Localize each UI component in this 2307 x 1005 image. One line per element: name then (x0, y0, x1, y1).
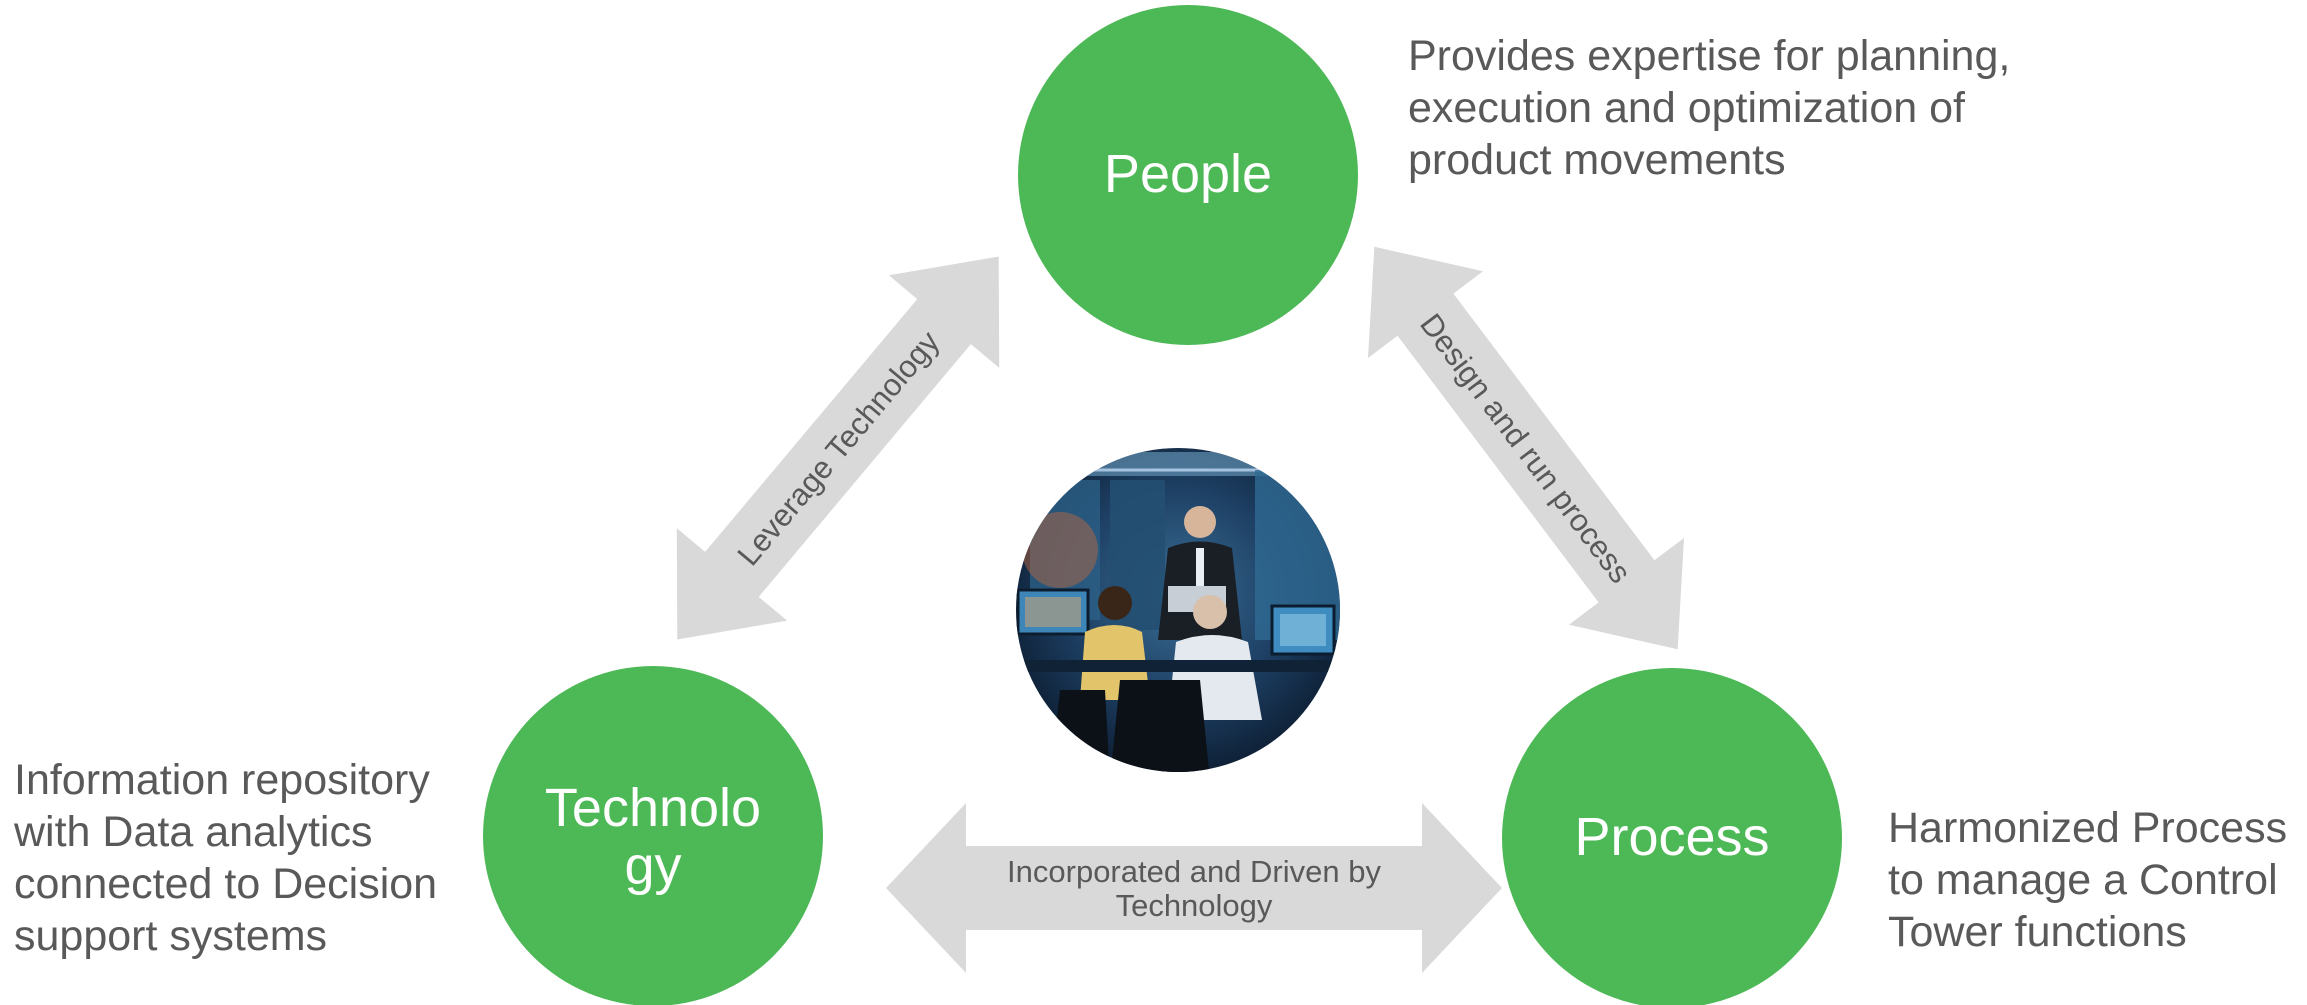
description-people-line-2: execution and optimization of (1408, 84, 1965, 132)
arrow-label-incorporated-line-2: Technology (1116, 888, 1273, 923)
node-label-people: People (1104, 144, 1272, 204)
node-circle (1018, 5, 1358, 345)
node-technology: Technolo gy (483, 666, 823, 1005)
description-technology-line-2: with Data analytics (14, 808, 373, 856)
arrow-people-process: Design and run process (1367, 246, 1685, 650)
arrow-technology-process: Incorporated and Driven by Technology (886, 803, 1502, 973)
description-process-line-2: to manage a Control (1888, 856, 2278, 904)
description-technology-line-1: Information repository (14, 756, 430, 804)
arrow-label-design-and-run-process: Design and run process (1413, 307, 1638, 590)
arrow-label-incorporated-line-1: Incorporated and Driven by (1007, 854, 1381, 889)
description-people: Provides expertise for planning, executi… (1408, 30, 2010, 186)
description-process-line-3: Tower functions (1888, 908, 2187, 956)
description-process-line-1: Harmonized Process (1888, 804, 2288, 852)
node-process: Process (1502, 668, 1842, 1005)
node-people: People (1018, 5, 1358, 345)
arrow-label-leverage-technology: Leverage Technology (730, 324, 946, 572)
control-room-photo (1016, 448, 1340, 772)
description-technology: Information repository with Data analyti… (14, 754, 437, 962)
node-label-technology-line-1: Technolo (545, 778, 761, 838)
description-technology-line-3: connected to Decision (14, 860, 438, 908)
double-arrow-shape (676, 256, 1000, 640)
description-process: Harmonized Process to manage a Control T… (1888, 802, 2287, 958)
node-circle (483, 666, 823, 1005)
node-label-technology-line-2: gy (624, 836, 681, 896)
description-technology-line-4: support systems (14, 912, 328, 960)
double-arrow-shape (886, 803, 1502, 973)
description-people-line-1: Provides expertise for planning, (1408, 32, 2011, 80)
node-label-process: Process (1574, 807, 1769, 867)
description-people-line-3: product movements (1408, 136, 1786, 184)
node-circle (1502, 668, 1842, 1005)
double-arrow-shape (1367, 246, 1685, 650)
arrow-people-technology: Leverage Technology (676, 256, 1000, 640)
